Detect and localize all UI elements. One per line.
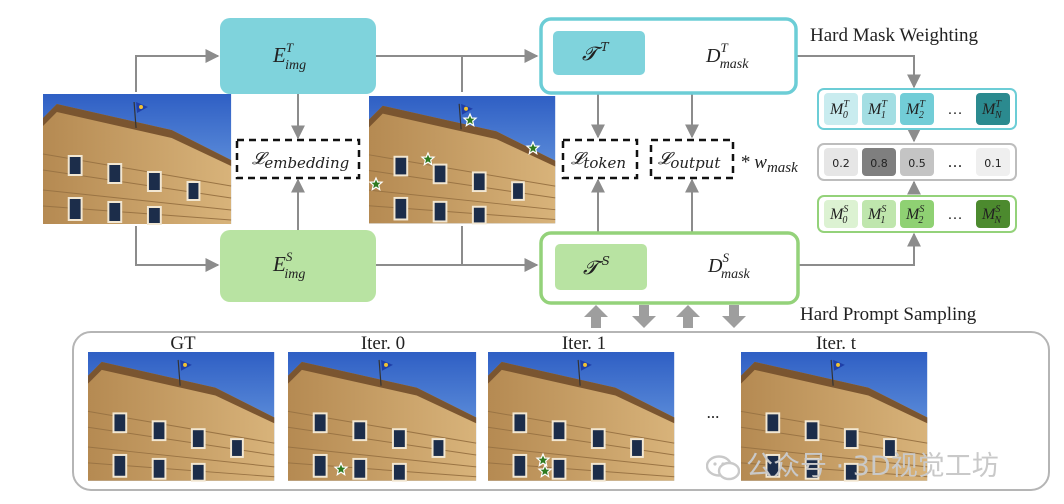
student-mask-cell xyxy=(900,200,934,228)
teacher-encoder-box xyxy=(220,18,376,94)
student-token-box xyxy=(555,244,647,290)
iter-label-1: Iter. 1 xyxy=(562,333,606,354)
teacher-mask-cell xyxy=(900,93,934,125)
weight-cell xyxy=(862,148,896,176)
sampling-up-arrow-1 xyxy=(584,305,608,328)
hard-mask-weighting-label: Hard Mask Weighting xyxy=(810,25,979,46)
iter-image-1 xyxy=(487,351,676,482)
student-mask-cell xyxy=(862,200,896,228)
sampling-up-arrow-2 xyxy=(676,305,700,328)
teacher-mask-cell xyxy=(824,93,858,125)
teacher-token-box xyxy=(553,31,645,75)
iter-label-gt: GT xyxy=(170,333,196,354)
weight-cell xyxy=(976,148,1010,176)
token-loss-label: 𝓛token xyxy=(571,149,626,172)
weight-value: 0.8 xyxy=(870,157,888,170)
image-to-teacher-encoder-arrow xyxy=(135,49,220,92)
mask-weight-label: * wmask xyxy=(740,152,798,176)
student-mask-cell xyxy=(976,200,1010,228)
token-loss-box xyxy=(561,138,639,180)
weight-cell xyxy=(900,148,934,176)
student-to-student-masks-arrow xyxy=(798,232,921,266)
weight-value: 0.5 xyxy=(908,157,926,170)
iter-image-0 xyxy=(287,351,478,482)
prompt-image xyxy=(368,95,557,225)
iter-image-gt xyxy=(87,351,276,482)
watermark-text: 公众号 · 3D视觉工坊 xyxy=(746,451,999,482)
sampling-down-arrow-1 xyxy=(632,305,656,328)
teacher-mask-cell xyxy=(862,93,896,125)
input-image xyxy=(42,93,233,225)
student-mask-ellipsis: … xyxy=(948,207,963,223)
sampling-arrows xyxy=(584,305,746,328)
embedding-loss-box xyxy=(235,138,361,180)
teacher-mask-cell xyxy=(976,93,1010,125)
sampling-iterations-panel xyxy=(72,331,1050,491)
iter-label-t: Iter. t xyxy=(816,333,857,354)
wechat-icon xyxy=(706,454,740,480)
student-mask-cell xyxy=(824,200,858,228)
teacher-mask-ellipsis: … xyxy=(948,102,963,118)
embedding-loss-label: 𝓛embedding xyxy=(252,149,349,172)
output-loss-label: 𝓛output xyxy=(658,149,721,172)
output-loss-box xyxy=(649,138,735,180)
iter-label-0: Iter. 0 xyxy=(361,333,405,354)
weight-value: 0.1 xyxy=(984,157,1002,170)
connectors xyxy=(135,49,921,272)
image-to-student-encoder-arrow xyxy=(135,226,220,272)
hard-prompt-sampling-label: Hard Prompt Sampling xyxy=(800,304,977,325)
iterations-ellipsis: ... xyxy=(707,403,720,422)
weight-value: … xyxy=(948,153,963,171)
student-encoder-box xyxy=(220,230,376,302)
teacher-to-teacher-masks-arrow xyxy=(796,55,921,89)
watermark: 公众号 · 3D视觉工坊 xyxy=(706,444,999,483)
weight-cell xyxy=(824,148,858,176)
weight-value: 0.2 xyxy=(832,157,850,170)
sampling-down-arrow-2 xyxy=(722,305,746,328)
